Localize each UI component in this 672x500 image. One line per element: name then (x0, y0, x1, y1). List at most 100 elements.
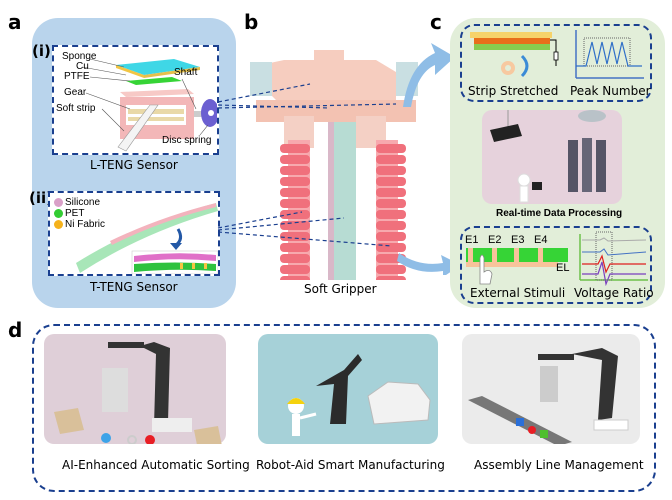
manufacturing-scene-image (258, 334, 438, 444)
applications-box (32, 324, 656, 492)
flow-arrows (397, 43, 461, 275)
voltage-ratio-label: Voltage Ratio (574, 286, 654, 300)
sorting-caption: AI-Enhanced Automatic Sorting (62, 458, 250, 472)
finger-rib (280, 199, 310, 208)
finger-rib (376, 199, 406, 208)
finger-rib (280, 177, 310, 186)
sensor-left (250, 62, 272, 96)
finger-rib (280, 155, 310, 164)
panel-b-letter: b (244, 10, 259, 34)
label-ptfe: PTFE (64, 71, 90, 82)
voltage-ratio-box: E1 E2 E3 E4 EL External Stimuli Voltage … (460, 226, 654, 304)
strip-silicone (110, 203, 216, 245)
legend-label: PET (65, 208, 85, 219)
t-teng-illustration (76, 203, 218, 274)
finger-rib (280, 144, 310, 153)
person-icon (517, 173, 531, 187)
assembly-line-caption: Assembly Line Management (474, 458, 644, 472)
manufacturing-scene (287, 354, 431, 436)
legend: Silicone PET Ni Fabric (54, 197, 105, 230)
box-icon (194, 426, 222, 450)
robot-arm-icon (316, 354, 362, 424)
l-teng-box: Sponge Cu PTFE Gear Soft strip Shaft Dis… (52, 45, 219, 155)
strip-stretched-label: Strip Stretched (468, 84, 559, 98)
finger-rib (376, 221, 406, 230)
arrow-to-bottom (397, 253, 461, 275)
sorting-scene-image (44, 334, 226, 450)
voltage-chart (579, 231, 648, 286)
manufacturing-caption: Robot-Aid Smart Manufacturing (256, 458, 445, 472)
finger-touch-icon (479, 254, 493, 285)
peak-number-label: Peak Number (570, 84, 651, 98)
zoom-arrow (175, 228, 183, 247)
electrode-illustration (466, 231, 648, 286)
green-cube-icon (540, 430, 548, 438)
finger-rib (280, 276, 310, 280)
t-teng-caption: T-TENG Sensor (90, 280, 178, 294)
resistor-icon (553, 51, 559, 61)
finger-rib (280, 265, 310, 274)
gripper-icon (540, 366, 558, 402)
assembly-line-scene-image (462, 334, 640, 446)
finger-rib (280, 254, 310, 263)
l-teng-illustration (81, 58, 217, 152)
finger-rib (376, 166, 406, 175)
label-disc-spring: Disc spring (162, 135, 212, 146)
label-shaft: Shaft (174, 67, 198, 78)
data-processing-caption: Real-time Data Processing (496, 208, 623, 219)
legend-item-pet: PET (54, 208, 105, 219)
legend-label: Ni Fabric (65, 219, 106, 230)
finger-rib (376, 210, 406, 219)
t-teng-box: Silicone PET Ni Fabric (48, 191, 220, 276)
panel-a-letter: a (8, 10, 22, 34)
peak-chart (575, 30, 644, 79)
robot-arm-icon (578, 110, 606, 122)
panel-c-letter: c (430, 10, 442, 34)
finger-rib (280, 188, 310, 197)
robot-arm-icon (572, 348, 618, 420)
car-icon (367, 381, 431, 425)
sub-i-label: (i) (32, 42, 51, 60)
cu-layer (116, 65, 144, 78)
data-processing-image (482, 110, 622, 204)
data-processing-scene (490, 110, 606, 203)
hard-hat-icon (287, 398, 305, 404)
finger-rib (376, 276, 406, 280)
finger-rib (376, 243, 406, 252)
finger-rib (376, 144, 406, 153)
blue-cube-icon (516, 418, 524, 426)
sorting-scene (54, 342, 222, 450)
connector-lines (217, 83, 397, 247)
gripper-frame (256, 50, 396, 100)
l-teng-caption: L-TENG Sensor (90, 158, 178, 172)
soft-gripper-caption: Soft Gripper (304, 282, 377, 296)
electrode-e4: E4 (534, 234, 548, 246)
pet-swatch-icon (54, 209, 63, 218)
finger-rib (376, 155, 406, 164)
legend-item-silicone: Silicone (54, 197, 105, 208)
finger-rib (376, 177, 406, 186)
assembly-line-scene (468, 348, 629, 446)
sponge-layer (116, 59, 200, 75)
laptop-icon (532, 182, 542, 190)
camera-icon (490, 124, 522, 142)
gear (128, 109, 184, 114)
blue-cylinder-icon (101, 433, 111, 443)
finger-rib (280, 210, 310, 219)
ni-fabric-swatch-icon (54, 220, 63, 229)
label-soft-strip: Soft strip (56, 103, 96, 114)
panel-d-letter: d (8, 318, 23, 342)
gripper-icon (102, 368, 128, 412)
soft-gripper-illustration (250, 50, 418, 280)
finger-rib (376, 188, 406, 197)
red-ball-icon (145, 435, 155, 445)
finger-rib (280, 243, 310, 252)
label-gear: Gear (64, 87, 87, 98)
finger-rib (280, 221, 310, 230)
electrode-e3: E3 (511, 234, 525, 246)
finger-rib (376, 265, 406, 274)
electrode-e2: E2 (488, 234, 502, 246)
peak-number-box: Strip Stretched Peak Number (460, 24, 652, 102)
arrow-to-top (403, 43, 455, 107)
electrode-el: EL (556, 262, 570, 274)
